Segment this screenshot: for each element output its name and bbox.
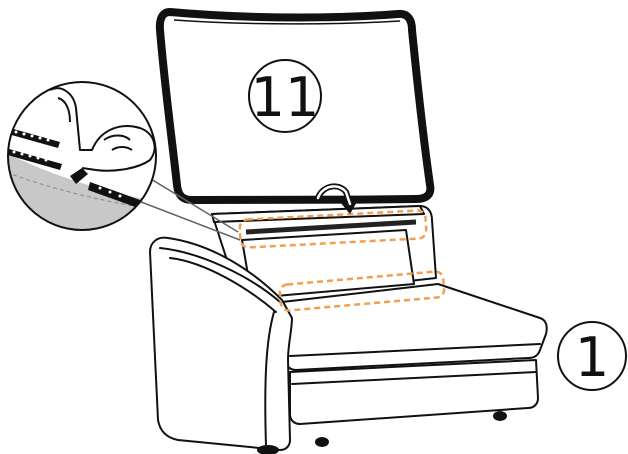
chair-body: [150, 206, 547, 454]
zipper-detail-icon: [0, 80, 170, 240]
seat-number: 1: [575, 326, 609, 389]
backrest-number-badge: 11: [249, 60, 321, 132]
backrest-number: 11: [251, 66, 320, 129]
seat-number-badge: 1: [558, 322, 626, 390]
